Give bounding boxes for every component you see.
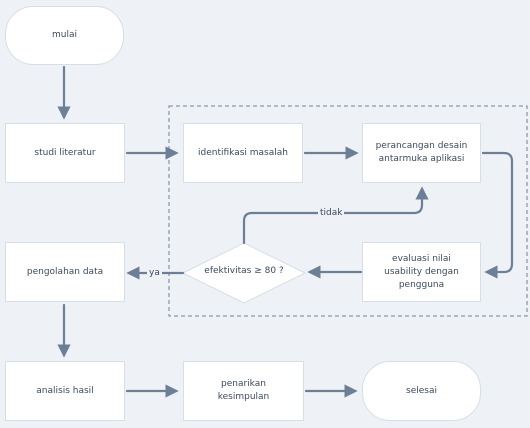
node-analysis: analisis hasil [5,361,125,421]
edge-label-yes: ya [147,267,162,279]
node-start: mulai [5,6,124,65]
node-processing: pengolahan data [5,242,125,302]
node-identify: identifikasi masalah [183,123,303,183]
decision-diamond [181,242,307,304]
node-conclusion: penarikan kesimpulan [183,361,304,421]
decision-label: efektivitas ≥ 80 ? [204,266,284,276]
node-end: selesai [362,361,481,421]
node-evaluate: evaluasi nilai usability dengan pengguna [362,242,481,302]
arrow-design-to-evaluate [481,151,514,279]
node-literature: studi literatur [5,123,125,183]
edge-label-no: tidak [318,207,345,219]
iteration-boundary [168,105,528,317]
node-design: perancangan desain antarmuka aplikasi [362,123,481,183]
